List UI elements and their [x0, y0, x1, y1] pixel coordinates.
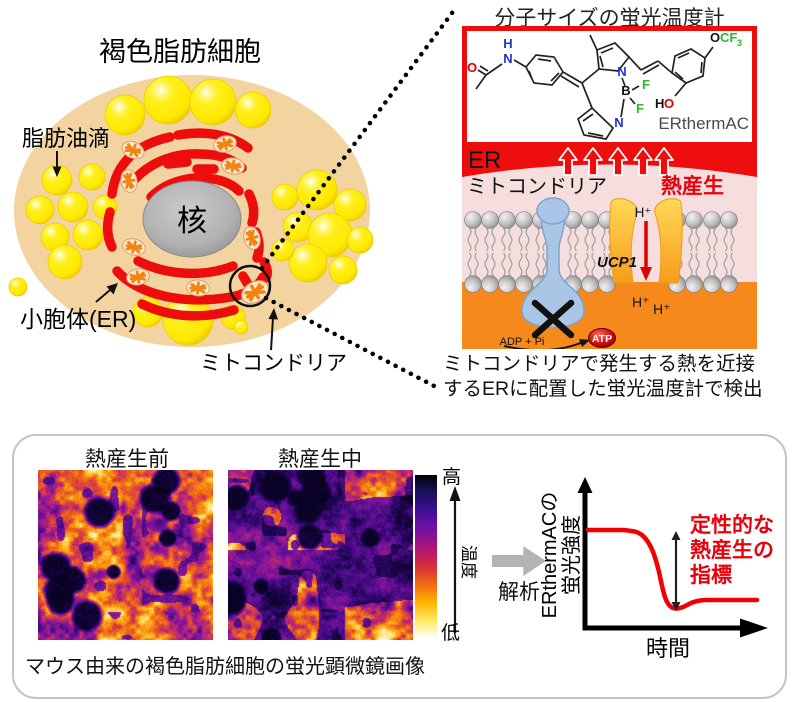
nitrogen-atom: N	[503, 51, 512, 66]
nitrogen-atom: N	[614, 115, 623, 130]
ucp1-label: UCP1	[597, 254, 637, 271]
intensity-time-graph: ERthermACの 蛍光強度 定性的な 熱産生の 指標 時間	[540, 477, 774, 661]
y-axis-arrowhead-icon	[577, 477, 593, 493]
cell-title: 褐色脂肪細胞	[99, 37, 261, 67]
brown-fat-cell-diagram: 褐色脂肪細胞 核	[8, 6, 458, 391]
molecule-bonds	[475, 34, 714, 140]
drop-magnitude-arrow	[671, 531, 681, 611]
fluorine-atom: F	[642, 77, 650, 92]
ocf3-sub: 3	[737, 38, 742, 48]
graph-xlabel: 時間	[646, 636, 690, 661]
during-label: 熱産生中	[278, 448, 362, 471]
scale-low-label: 低	[441, 622, 460, 644]
adp-label: ADP + Pi	[500, 336, 545, 348]
proton-label: H⁺	[653, 301, 671, 317]
note-line3: 指標	[690, 563, 732, 587]
atp-synthase	[521, 197, 585, 339]
mitochondria-er-diagram: ER ミトコンドリア 熱産生 UCP1 H⁺ H⁺ H⁺ ADP + Pi AT…	[462, 147, 757, 349]
phenol-o: O	[664, 96, 674, 111]
micrograph-during	[228, 470, 413, 640]
up-arrow-icon	[449, 486, 461, 501]
nitrogen-atom: N	[617, 64, 626, 79]
micrograph-caption: マウス由来の褐色脂肪細胞の蛍光顕微鏡画像	[25, 656, 425, 678]
thermometer-caption: ミトコンドリアで発生する熱を近接 するERに配置した蛍光温度計で検出	[443, 352, 773, 402]
lipid-label: 脂肪油滴	[22, 126, 110, 151]
ucp1-channel	[609, 198, 683, 284]
er-band-label: ER	[468, 147, 501, 174]
scale-high-label: 高	[442, 466, 461, 488]
temperature-axis: 高 低 温度	[441, 466, 478, 644]
oxygen-atom: O	[467, 60, 477, 75]
molecule-name: ERthermAC	[658, 114, 749, 133]
note-line1: 定性的な	[690, 513, 774, 537]
caption-line1: ミトコンドリアで発生する熱を近接	[443, 353, 756, 375]
thermometer-panel-title: 分子サイズの蛍光温度計	[494, 7, 725, 30]
note-line2: 熱産生の	[690, 538, 774, 562]
atp-molecule	[588, 328, 616, 348]
er-label: 小胞体(ER)	[20, 306, 136, 332]
fluorescence-curve	[585, 527, 760, 611]
hydrogen-atom: H	[503, 36, 512, 51]
proton-label: H⁺	[632, 294, 650, 310]
temperature-axis-label: 温度	[459, 545, 478, 579]
before-label: 熱産生前	[85, 448, 169, 471]
nucleus-label: 核	[177, 205, 207, 238]
mitochondria-label: ミトコンドリア	[467, 176, 607, 198]
x-axis-arrowhead-icon	[740, 618, 768, 638]
zoom-dotted-lines	[259, 6, 458, 391]
heat-production-label: 熱産生	[661, 174, 724, 198]
blocked-x-mark	[531, 299, 575, 339]
mito-label: ミトコンドリア	[200, 352, 347, 375]
graph-ylabel-line2: 蛍光強度	[560, 515, 583, 595]
label-arrows	[52, 151, 278, 351]
erthermac-structure-box: O H N N B F F N H O O CF 3 ERthermAC	[462, 26, 757, 147]
micrograph-before	[38, 470, 213, 640]
adp-to-atp-arrow	[503, 341, 584, 349]
ocf3-o: O	[710, 30, 720, 45]
qualitative-note: 定性的な 熱産生の 指標	[690, 513, 774, 587]
boron-atom: B	[621, 83, 630, 98]
lipid-droplets	[8, 75, 374, 346]
zoom-annotation-circle	[228, 264, 272, 308]
graph-axes	[582, 491, 742, 631]
ocf3-cf: CF	[720, 30, 737, 45]
phenol-h: H	[655, 96, 664, 111]
nucleus	[142, 180, 242, 258]
graph-ylabel-line1: ERthermACの	[540, 492, 561, 619]
atp-label: ATP	[592, 333, 612, 345]
analysis-label: 解析	[498, 581, 540, 604]
proton-label: H⁺	[635, 205, 652, 220]
fluorine-atom: F	[636, 101, 644, 116]
caption-line2: するERに配置した蛍光温度計で検出	[443, 378, 763, 400]
heat-arrows	[558, 147, 674, 176]
molecule-atoms: O H N N B F F N H O O CF 3	[467, 30, 742, 130]
temperature-colorbar	[415, 475, 437, 636]
